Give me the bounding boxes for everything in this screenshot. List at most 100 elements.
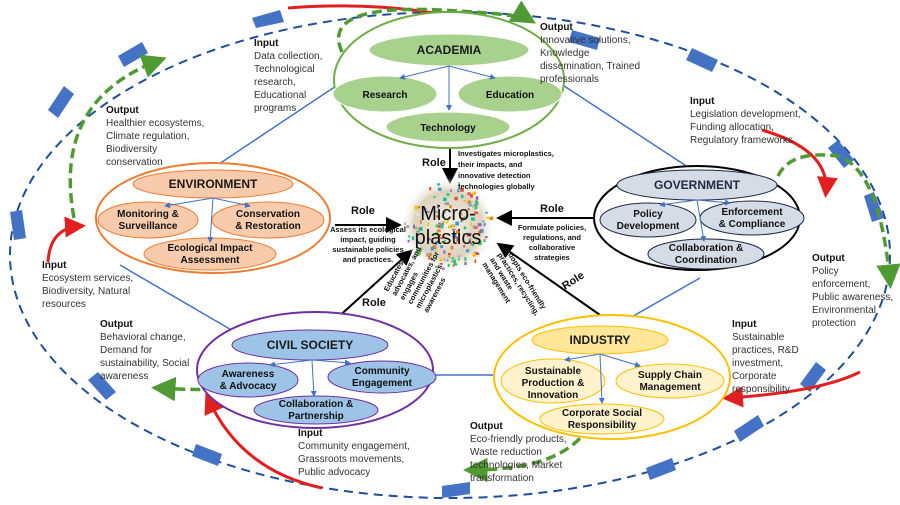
microplastic-particle	[450, 189, 452, 192]
microplastic-particle	[456, 230, 459, 234]
environment-input-note: Input Ecosystem services, Biodiversity, …	[42, 260, 133, 310]
microplastic-particle	[470, 242, 473, 245]
microplastic-particle	[462, 233, 465, 238]
industry-input-note: Input Sustainable practices, R&D investm…	[732, 319, 799, 395]
microplastic-particle	[440, 225, 444, 229]
microplastic-particle	[414, 205, 419, 210]
input-arrows	[46, 4, 861, 490]
academia-output-note: Output Innovative solutions, Knowledge d…	[540, 22, 640, 85]
microplastic-particle	[435, 210, 440, 213]
microplastic-particle	[418, 249, 422, 252]
industry-csr-2: Responsibility	[568, 420, 637, 431]
svg-text:Legislation development,: Legislation development,	[690, 109, 801, 120]
microplastic-particle	[404, 222, 406, 225]
environment-output-note: Output Healthier ecosystems, Climate reg…	[106, 105, 204, 168]
svg-text:responsibility: responsibility	[732, 384, 790, 395]
microplastic-particle	[468, 255, 473, 259]
academia-role-2: their impacts, and	[458, 160, 523, 169]
microplastic-particle	[408, 235, 411, 238]
microplastic-particle	[443, 239, 446, 242]
industry-supply-2: Management	[639, 382, 701, 393]
microplastic-particle	[447, 263, 450, 267]
microplastic-particle	[479, 247, 484, 251]
svg-text:Climate regulation,: Climate regulation,	[106, 131, 189, 142]
microplastic-particle	[485, 211, 488, 214]
microplastic-particle	[475, 196, 479, 200]
svg-text:Output: Output	[540, 22, 573, 33]
academia-input-note: Input Data collection, Technological res…	[254, 38, 322, 114]
microplastic-particle	[456, 238, 461, 242]
academia-research: Research	[362, 90, 407, 101]
microplastic-particle	[436, 240, 439, 244]
microplastic-particle	[433, 196, 436, 199]
microplastic-particle	[478, 241, 482, 246]
microplastic-particle	[486, 216, 491, 219]
microplastic-particle	[471, 242, 475, 245]
svg-text:practices, R&D: practices, R&D	[732, 345, 799, 356]
microplastic-particle	[431, 239, 434, 243]
environment-conservation-1: Conservation	[236, 209, 300, 220]
academia-role-label: Role	[422, 157, 446, 169]
environment-monitoring-1: Monitoring &	[117, 209, 179, 220]
microplastic-particle	[440, 245, 443, 249]
svg-text:technologies, Market: technologies, Market	[470, 460, 562, 471]
industry-sustainable-2: Production &	[522, 378, 585, 389]
svg-text:Technological: Technological	[254, 64, 315, 75]
microplastic-particle	[460, 212, 463, 216]
microplastic-particle	[435, 232, 438, 236]
center-label-line-1: Micro-	[420, 203, 476, 225]
government-collaboration-2: Coordination	[675, 255, 737, 266]
microplastic-particle	[475, 208, 480, 212]
microplastic-particle	[468, 205, 471, 207]
microplastic-particle	[415, 227, 417, 230]
microplastic-particle	[442, 220, 446, 223]
government-enforcement-2: & Compliance	[719, 219, 786, 230]
microplastic-particle	[466, 249, 470, 253]
microplastic-particle	[441, 214, 443, 218]
government-output-note: Output Policy enforcement, Public awaren…	[812, 253, 893, 329]
microplastic-particle	[467, 200, 471, 203]
academia-role-4: technologies globally	[458, 182, 536, 191]
microplastic-particle	[426, 211, 430, 213]
microplastic-particle	[451, 228, 456, 231]
microplastic-particle	[474, 206, 478, 210]
microplastic-particle	[461, 217, 465, 221]
microplastic-particle	[474, 226, 478, 229]
microplastic-particle	[474, 211, 478, 215]
microplastic-particle	[480, 229, 484, 233]
microplastic-particle	[468, 237, 472, 241]
svg-text:awareness: awareness	[100, 371, 148, 382]
svg-text:Output: Output	[106, 105, 139, 116]
microplastic-particle	[483, 222, 486, 227]
microplastic-particle	[447, 209, 450, 213]
microplastic-particle	[426, 253, 430, 257]
svg-text:Ecosystem services,: Ecosystem services,	[42, 273, 133, 284]
microplastic-particle	[466, 234, 469, 237]
civil-community-2: Engagement	[352, 378, 413, 389]
environment-monitoring-2: Surveillance	[119, 221, 178, 232]
svg-text:professionals: professionals	[540, 74, 599, 85]
microplastic-particle	[407, 239, 410, 243]
civil-collaboration-2: Partnership	[288, 411, 344, 422]
microplastic-particle	[450, 262, 454, 265]
environment-role-label: Role	[351, 205, 375, 217]
svg-text:research,: research,	[254, 77, 296, 88]
svg-text:Behavioral change,: Behavioral change,	[100, 332, 186, 343]
microplastic-particle	[471, 244, 475, 246]
microplastic-particle	[413, 224, 415, 229]
microplastic-particle	[458, 236, 462, 240]
microplastic-particle	[471, 217, 475, 221]
microplastic-particle	[467, 208, 470, 211]
civil-output-note: Output Behavioral change, Demand for sus…	[100, 319, 189, 382]
civil-society-hub: CIVIL SOCIETY Awareness & Advocacy Commu…	[196, 311, 437, 429]
svg-text:Innovative solutions,: Innovative solutions,	[540, 35, 631, 46]
microplastic-particle	[489, 216, 494, 220]
microplastic-particle	[435, 241, 438, 246]
microplastic-particle	[435, 257, 437, 261]
environment-title: ENVIRONMENT	[169, 177, 258, 191]
svg-text:Regulatory frameworks: Regulatory frameworks	[690, 135, 793, 146]
svg-text:Eco-friendly products,: Eco-friendly products,	[470, 434, 567, 445]
svg-text:Community engagement,: Community engagement,	[298, 441, 410, 452]
civil-awareness-1: Awareness	[222, 369, 275, 380]
microplastic-particle	[435, 265, 439, 268]
